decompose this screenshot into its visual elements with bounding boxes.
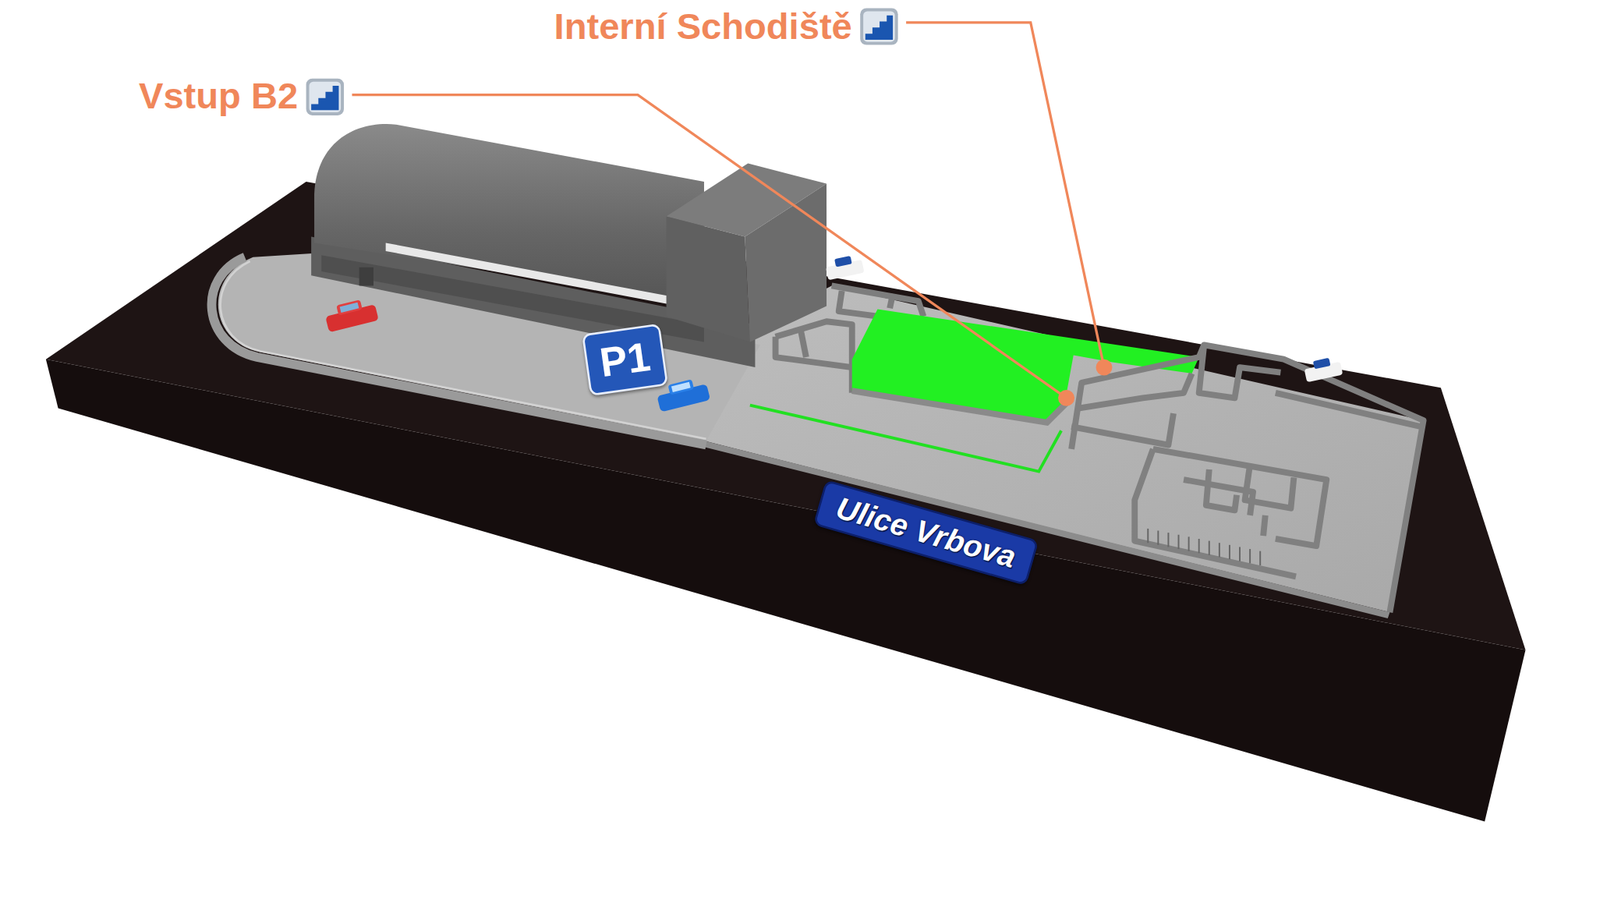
map-shape bbox=[1157, 530, 1159, 546]
map-shape bbox=[865, 15, 893, 40]
tower-side bbox=[744, 184, 827, 343]
leader-line bbox=[906, 22, 1105, 368]
map-shape bbox=[1153, 449, 1327, 546]
map-shape bbox=[336, 299, 363, 316]
map-shape bbox=[1245, 463, 1295, 508]
tower-front bbox=[666, 215, 751, 342]
map-shape bbox=[1218, 542, 1221, 557]
leader-dot bbox=[1058, 389, 1075, 407]
white-car bbox=[1302, 355, 1343, 383]
map-shape bbox=[339, 302, 360, 313]
map-shape bbox=[1238, 546, 1241, 561]
map-shape bbox=[1198, 538, 1200, 553]
map-shape bbox=[775, 336, 853, 368]
building-walls bbox=[1071, 344, 1424, 613]
map-shape bbox=[1167, 532, 1169, 547]
leader-line bbox=[351, 95, 1066, 399]
map-shape bbox=[311, 85, 339, 110]
map-shape bbox=[1134, 449, 1296, 577]
ground-area bbox=[704, 285, 1424, 613]
map-shape bbox=[834, 255, 853, 268]
map-shape bbox=[863, 10, 896, 42]
green-area bbox=[852, 309, 1200, 422]
hangar-roof bbox=[314, 123, 705, 305]
base-top bbox=[46, 181, 1526, 651]
white-car bbox=[824, 253, 864, 280]
map-shape bbox=[1263, 515, 1266, 536]
map-shape bbox=[1188, 536, 1190, 551]
map-shape bbox=[671, 382, 691, 393]
map-shape bbox=[309, 81, 342, 113]
leader-dot bbox=[1096, 359, 1113, 376]
parking-sign: P1 bbox=[580, 322, 668, 396]
map-shape bbox=[800, 331, 807, 358]
map-shape bbox=[1228, 545, 1231, 560]
map-shape bbox=[1178, 534, 1180, 549]
map-shape bbox=[1071, 344, 1424, 613]
ground-strip bbox=[704, 440, 1390, 619]
map-shape bbox=[838, 290, 878, 317]
stairs-icon bbox=[860, 7, 898, 45]
callout-label: Interní Schodiště bbox=[554, 6, 853, 47]
map-shape bbox=[1249, 548, 1251, 563]
map-shape bbox=[668, 378, 695, 395]
map-shape bbox=[1199, 344, 1282, 398]
green-wall bbox=[852, 390, 1068, 423]
map-shape bbox=[1206, 469, 1237, 510]
stairs-icon bbox=[306, 78, 344, 116]
sign-text: P1 bbox=[596, 332, 653, 386]
map-shape bbox=[1275, 392, 1421, 427]
map-shape bbox=[1313, 357, 1331, 370]
callout-label: Vstup B2 bbox=[138, 75, 298, 117]
map-shape bbox=[1079, 373, 1193, 408]
map-shape bbox=[775, 321, 853, 393]
map-shape bbox=[1146, 528, 1149, 543]
map-shape bbox=[889, 293, 893, 308]
railing bbox=[1147, 528, 1261, 566]
red-car bbox=[323, 296, 379, 333]
map-shape bbox=[1071, 413, 1174, 446]
map-shape bbox=[306, 78, 344, 116]
hangar-door bbox=[359, 267, 374, 287]
map-shape bbox=[860, 7, 898, 45]
map-shape bbox=[1259, 551, 1261, 566]
hangar-window bbox=[385, 242, 670, 305]
map-shape bbox=[1208, 541, 1211, 556]
